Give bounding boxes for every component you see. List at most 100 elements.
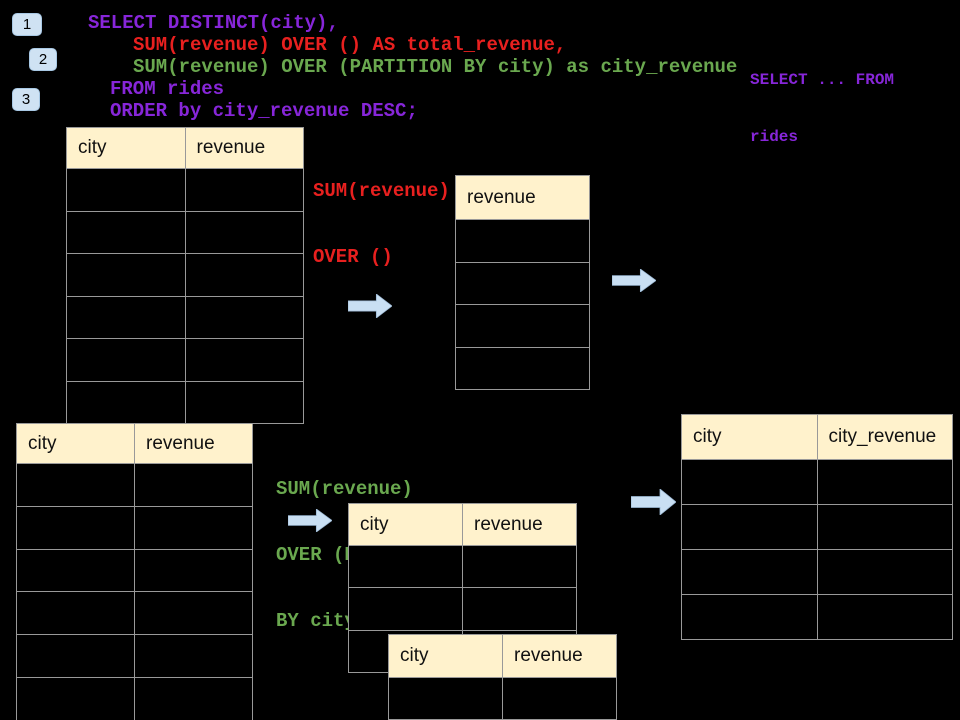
sql-line-total-revenue: SUM(revenue) OVER () AS total_revenue, [133,34,567,56]
empty-cell [17,464,135,506]
annotation-line: OVER () [313,246,393,268]
empty-cell [67,211,186,253]
table-row [17,505,252,549]
empty-cell [17,506,135,549]
empty-cell [682,460,818,504]
column-header: city_revenue [828,426,937,447]
column-header: revenue [146,432,215,454]
step-badge-3: 3 [12,88,40,111]
empty-cell [135,464,252,506]
empty-cell [67,254,186,296]
side-note-line-2: rides [750,128,799,146]
table-row [682,459,952,504]
table-total-revenue-result: revenue [455,175,590,390]
sql-line-city-revenue: SUM(revenue) OVER (PARTITION BY city) as… [133,56,738,78]
empty-cell [17,677,135,720]
table-row [67,253,303,296]
table-row [456,304,589,347]
empty-cell [682,505,818,549]
annotation-line: SUM(revenue) [313,180,450,202]
empty-cell [456,305,589,347]
table-row [349,545,576,588]
empty-cell [17,635,135,677]
empty-cell [186,254,304,296]
empty-cell [67,339,186,381]
table-row [682,504,952,549]
table-row [682,594,952,639]
flow-arrow-right-icon [631,489,676,515]
column-header: revenue [514,645,583,666]
empty-cell [186,382,304,424]
empty-cell [818,460,953,504]
sql-line-from: FROM rides [110,78,225,100]
column-header: city [67,128,186,168]
empty-cell [349,588,463,630]
empty-cell [186,212,304,254]
empty-cell [456,263,589,305]
empty-cell [818,595,953,639]
table-row [456,219,589,262]
flow-arrow-right-icon [288,509,332,532]
table-row [456,346,589,390]
table-partition-step-overlay: city revenue [388,634,617,720]
empty-cell [503,678,616,719]
empty-cell [349,546,463,588]
table-row [67,210,304,254]
table-row [17,591,252,635]
table-source-bottom: city revenue [16,423,253,720]
table-header-row: city revenue [17,424,252,463]
table-header-row: city revenue [349,504,576,545]
column-header: city [389,635,503,677]
table-row [67,295,304,339]
sql-line-order-by: ORDER by city_revenue DESC; [110,100,418,122]
column-header: city [17,424,135,463]
sql-line-select: SELECT DISTINCT(city), [88,12,339,34]
empty-cell [135,592,252,634]
flow-arrow-right-icon [612,269,656,292]
table-row [67,380,304,424]
empty-cell [17,592,135,635]
annotation-line: SUM(revenue) [276,478,413,500]
empty-cell [389,678,503,719]
table-row [17,676,252,720]
empty-cell [186,339,304,381]
column-header: revenue [467,186,536,208]
table-source-top: city revenue [66,127,304,424]
table-row [456,261,589,305]
empty-cell [17,549,135,592]
column-header: revenue [196,137,266,158]
empty-cell [682,595,818,639]
table-row [349,587,576,630]
table-header-row: city revenue [67,128,303,168]
side-note-line-1: SELECT ... FROM [750,71,895,89]
empty-cell [135,635,252,677]
empty-cell [135,678,252,720]
table-header-row: revenue [456,176,589,219]
empty-cell [186,169,304,211]
empty-cell [67,381,186,423]
step-badge-1: 1 [12,13,42,36]
annotation-sum-over-all: SUM(revenue) OVER () [313,136,450,312]
table-row [389,677,616,719]
flow-arrow-right-icon [348,294,392,318]
empty-cell [135,550,252,592]
empty-cell [463,588,576,629]
empty-cell [135,507,252,549]
empty-cell [456,220,589,262]
table-header-row: city revenue [389,635,616,677]
column-header: revenue [474,513,543,535]
empty-cell [463,546,576,587]
side-note-select-from-rides: SELECT ... FROM rides [750,33,894,185]
empty-cell [456,348,589,390]
empty-cell [67,296,186,338]
empty-cell [682,550,818,594]
table-row [17,634,252,677]
table-row [17,548,252,592]
empty-cell [186,297,304,339]
column-header: city [349,504,463,545]
table-row [682,549,952,594]
empty-cell [818,550,953,594]
